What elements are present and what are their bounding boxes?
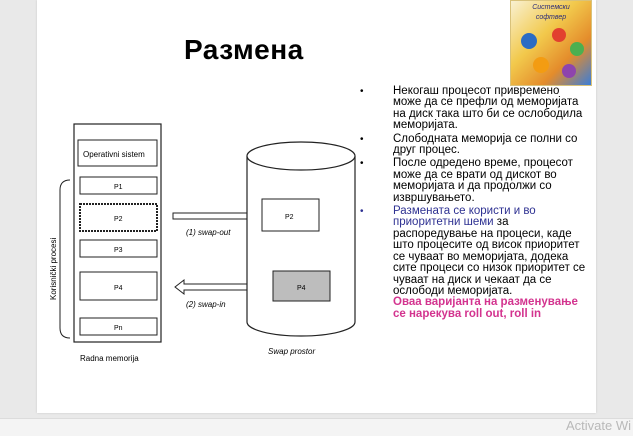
logo-line-2: софтвер: [535, 14, 567, 21]
bullet-text: Слободната меморија се полни со друг про…: [393, 132, 578, 157]
bullet-item: • Некогаш процесот привремено може да се …: [360, 85, 588, 132]
bullet-text: Некогаш процесот привремено може да се п…: [393, 85, 583, 132]
course-logo: Системски софтвер: [510, 0, 592, 86]
activation-watermark: Activate Wi: [565, 418, 631, 433]
bullet-text-emphasis: Оваа варијанта на разменување се нарекув…: [393, 296, 578, 320]
bullet-list: • Некогаш процесот привремено може да се …: [360, 85, 588, 322]
logo-line-1: Системски: [532, 4, 570, 11]
logo-red-shape: [552, 28, 566, 42]
bullet-item: • Слободната меморија се полни со друг пр…: [360, 132, 588, 157]
logo-blue-shape: [521, 33, 537, 49]
logo-green-shape: [570, 42, 584, 56]
bullet-dot-icon: •: [360, 86, 364, 97]
logo-orange-shape: [533, 57, 549, 73]
bullet-dot-icon: •: [360, 206, 364, 218]
logo-graphic: [521, 28, 584, 78]
bottom-strip: [0, 418, 633, 436]
bullet-item: • После одредено време, процесот може да …: [360, 158, 588, 204]
bullet-text-highlight: Размената се користи и во приоритетни ше…: [393, 205, 536, 229]
bullet-dot-icon: •: [360, 133, 364, 145]
slide-title: Размена: [184, 34, 304, 65]
bullet-dot-icon: •: [360, 158, 364, 170]
bullet-item: • Размената се користи и во приоритетни ш…: [360, 205, 588, 320]
logo-purple-shape: [562, 64, 576, 78]
bullet-text: После одредено време, процесот може да с…: [393, 157, 573, 204]
bullet-text: за распоредување на процеси, каде што пр…: [393, 216, 586, 297]
